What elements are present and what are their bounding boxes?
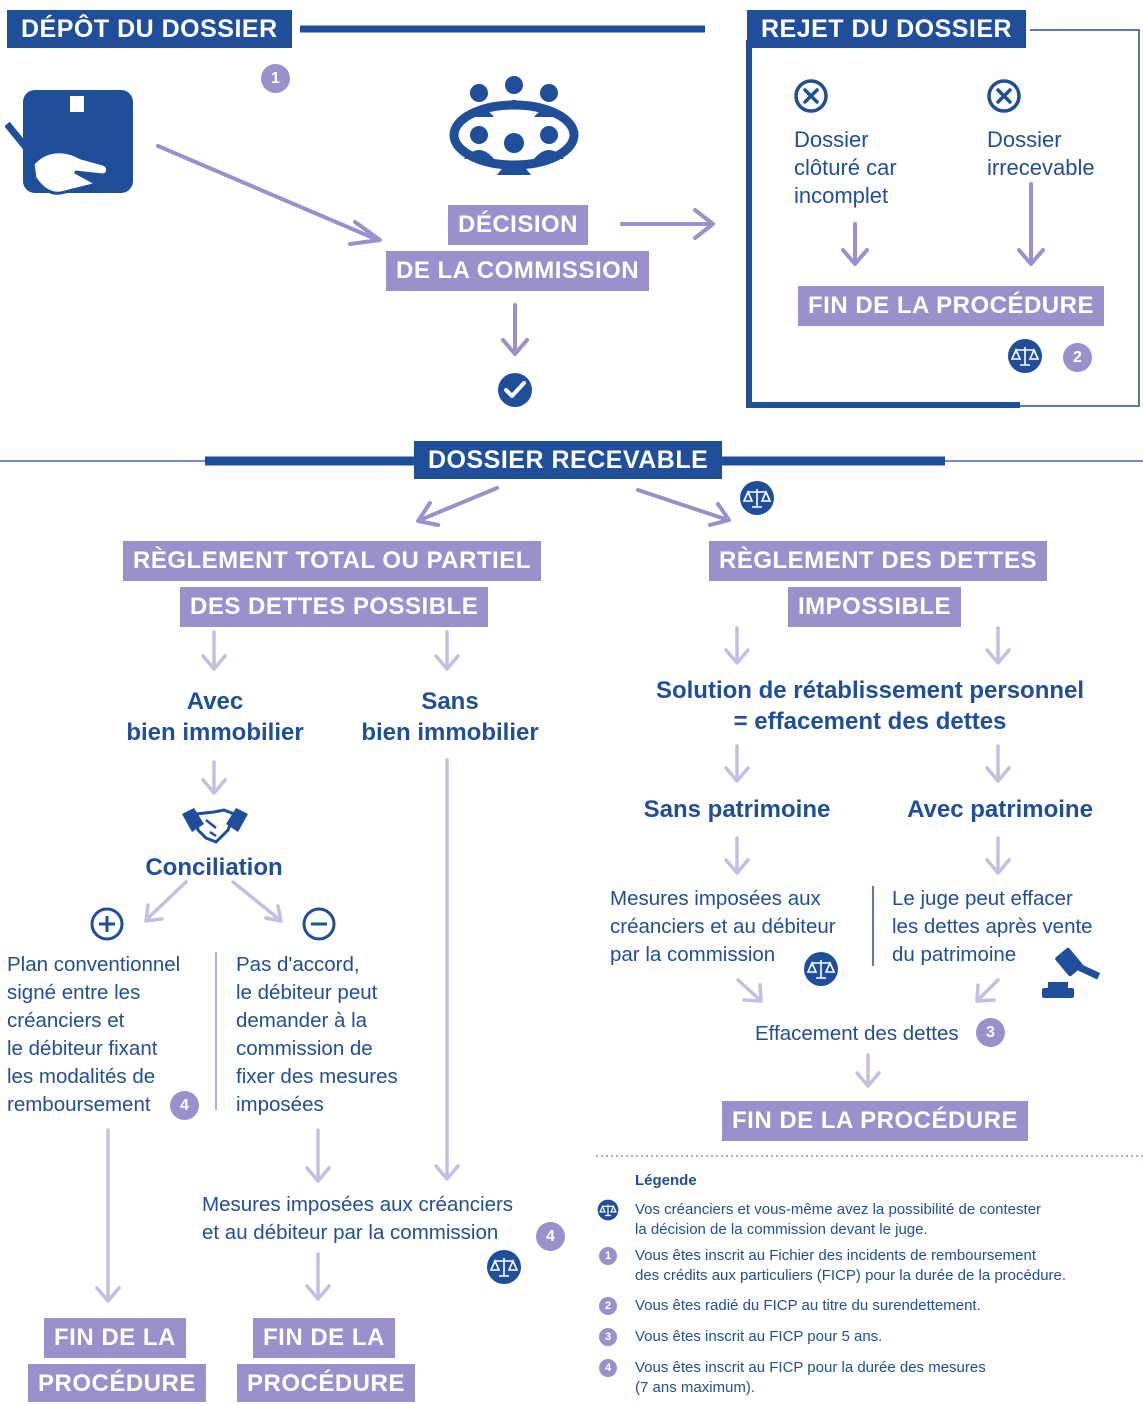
- header-recevable: DOSSIER RECEVABLE: [414, 441, 723, 479]
- handshake-icon: [182, 808, 248, 844]
- fin1-line2: PROCÉDURE: [28, 1364, 206, 1402]
- legend-badge-4: 4: [599, 1359, 617, 1377]
- sans-patrimoine: Sans patrimoine: [643, 796, 831, 823]
- scales-icon: [740, 481, 774, 515]
- scales-icon: [804, 952, 838, 986]
- scales-icon: [597, 1199, 619, 1221]
- badge-4: 4: [170, 1091, 199, 1120]
- badge-3: 3: [976, 1018, 1005, 1047]
- conciliation-label: Conciliation: [145, 854, 283, 881]
- solution-text: Solution de rétablissement personnel = e…: [655, 677, 1085, 735]
- right-title-1: RÈGLEMENT DES DETTES: [709, 541, 1048, 581]
- effacement-text: Effacement des dettes: [755, 1022, 959, 1045]
- legend-item-4: Vous êtes inscrit au FICP pour la durée …: [635, 1359, 986, 1396]
- pas-accord-text: Pas d'accord, le débiteur peut demander …: [236, 953, 398, 1116]
- left-sans: Sans bien immobilier: [361, 688, 539, 746]
- fin1-line1: FIN DE LA: [44, 1318, 186, 1358]
- scales-icon: [487, 1250, 521, 1284]
- rejet-fin: FIN DE LA PROCÉDURE: [798, 286, 1104, 326]
- scales-icon: [1008, 339, 1042, 373]
- legend-item-scales: Vos créanciers et vous-même avez la poss…: [635, 1201, 1042, 1238]
- fin2-line2: PROCÉDURE: [237, 1364, 415, 1402]
- legend-badge-1: 1: [599, 1247, 617, 1265]
- left-title-2: DES DETTES POSSIBLE: [180, 587, 489, 627]
- badge-1: 1: [261, 64, 290, 93]
- plan-text: Plan conventionnel signé entre les créan…: [7, 953, 181, 1116]
- document-hand-icon: [5, 90, 133, 195]
- badge-4: 4: [536, 1222, 565, 1251]
- meeting-icon: [449, 76, 579, 175]
- mesures-left: Mesures imposées aux créanciers et au dé…: [202, 1193, 514, 1244]
- juge-text: Le juge peut effacer les dettes après ve…: [892, 887, 1093, 966]
- header-rejet: REJET DU DOSSIER: [747, 10, 1027, 48]
- avec-patrimoine: Avec patrimoine: [907, 796, 1093, 823]
- legend-item-1: Vous êtes inscrit au Fichier des inciden…: [635, 1247, 1067, 1284]
- check-icon: [498, 373, 532, 407]
- legend-item-3: Vous êtes inscrit au FICP pour 5 ans.: [635, 1328, 883, 1345]
- right-fin: FIN DE LA PROCÉDURE: [722, 1101, 1028, 1141]
- cross-circle-icon: [987, 79, 1021, 113]
- fin2-line1: FIN DE LA: [253, 1318, 395, 1358]
- header-depot: DÉPÔT DU DOSSIER: [7, 10, 292, 48]
- minus-circle-icon: [302, 907, 336, 941]
- rejet-incomplet: Dossier clôturé car incomplet: [794, 127, 897, 208]
- legend-badge-3: 3: [599, 1328, 617, 1346]
- gavel-icon: [1042, 947, 1101, 998]
- legend-title: Légende: [635, 1172, 697, 1189]
- badge-2: 2: [1063, 343, 1092, 372]
- plus-circle-icon: [90, 907, 124, 941]
- decision-line1: DÉCISION: [448, 205, 589, 245]
- left-avec: Avec bien immobilier: [126, 688, 304, 746]
- mesures-right: Mesures imposées aux créanciers et au dé…: [610, 887, 836, 966]
- legend-badge-2: 2: [599, 1297, 617, 1315]
- decision-line2: DE LA COMMISSION: [386, 251, 650, 291]
- cross-circle-icon: [794, 79, 828, 113]
- legend-item-2: Vous êtes radié du FICP au titre du sure…: [635, 1297, 981, 1314]
- right-title-2: IMPOSSIBLE: [788, 587, 962, 627]
- left-title-1: RÈGLEMENT TOTAL OU PARTIEL: [123, 541, 541, 581]
- rejet-irrecevable: Dossier irrecevable: [987, 127, 1095, 180]
